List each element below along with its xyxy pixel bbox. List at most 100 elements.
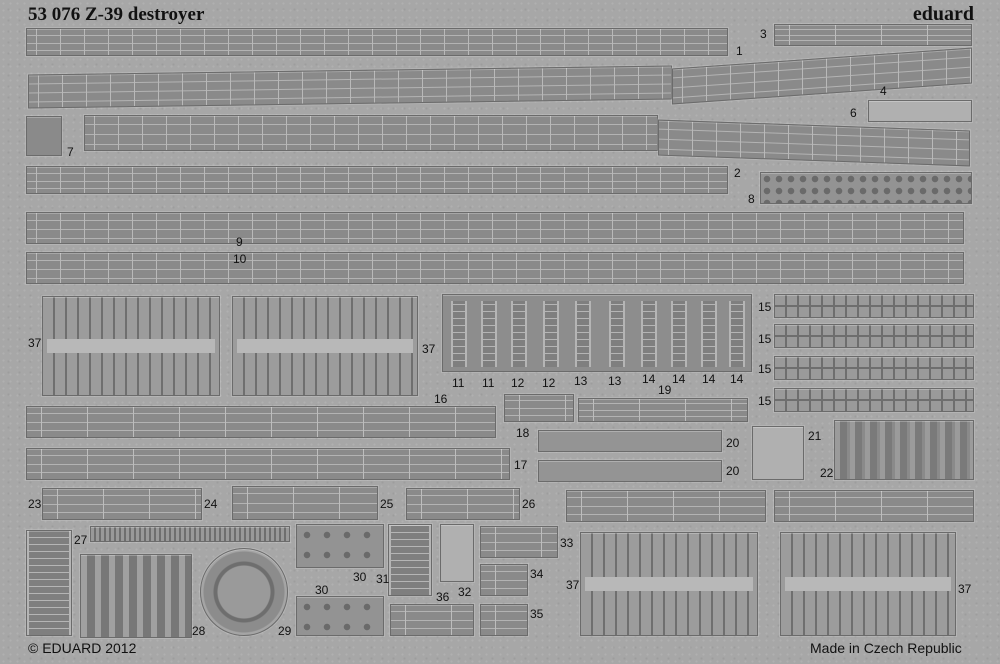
part-label-11b: 11 bbox=[482, 376, 495, 390]
part-label-9: 9 bbox=[236, 235, 243, 249]
part-long-railing-a bbox=[28, 65, 672, 109]
frame-bar bbox=[47, 339, 215, 353]
ladder bbox=[543, 301, 559, 367]
origin-text: Made in Czech Republic bbox=[810, 640, 962, 656]
part-label-28: 28 bbox=[192, 624, 206, 638]
frame-bar bbox=[237, 339, 413, 353]
part-15-grid-b bbox=[774, 324, 974, 348]
frame-bar bbox=[785, 577, 951, 591]
part-label-26: 26 bbox=[522, 497, 536, 511]
part-19-railing bbox=[578, 398, 748, 422]
part-label-20b: 20 bbox=[726, 464, 740, 478]
ladder bbox=[511, 301, 527, 367]
frame-bar bbox=[585, 577, 753, 591]
part-label-16: 16 bbox=[434, 392, 448, 406]
part-label-14d: 14 bbox=[730, 372, 744, 386]
part-label-18: 18 bbox=[516, 426, 530, 440]
part-label-11a: 11 bbox=[452, 376, 465, 390]
copyright-text: © EDUARD 2012 bbox=[28, 640, 137, 656]
part-label-30b: 30 bbox=[315, 583, 329, 597]
ladder bbox=[575, 301, 591, 367]
part-label-33: 33 bbox=[560, 536, 574, 550]
part-37-frame-bottom-left bbox=[580, 532, 758, 636]
part-label-22: 22 bbox=[820, 466, 834, 480]
part-30-plate-b bbox=[296, 596, 384, 636]
part-27-strip bbox=[90, 526, 290, 542]
part-label-1: 1 bbox=[736, 44, 743, 58]
part-label-30a: 30 bbox=[353, 570, 367, 584]
part-28-stanchions bbox=[80, 554, 192, 638]
part-34-railing bbox=[480, 564, 528, 596]
ladder bbox=[609, 301, 625, 367]
part-label-29: 29 bbox=[278, 624, 292, 638]
part-label-3: 3 bbox=[760, 27, 767, 41]
part-label-12a: 12 bbox=[511, 376, 525, 390]
part-label-4: 4 bbox=[880, 84, 887, 98]
part-label-15a: 15 bbox=[758, 300, 772, 314]
part-21-hood bbox=[752, 426, 804, 480]
part-36-railing bbox=[390, 604, 474, 636]
part-label-37a: 37 bbox=[28, 336, 42, 350]
part-22-supports bbox=[834, 420, 974, 480]
ladder bbox=[641, 301, 657, 367]
fret-title: 53 076 Z-39 destroyer bbox=[28, 4, 205, 25]
part-label-25: 25 bbox=[380, 497, 394, 511]
part-1-railing bbox=[26, 28, 728, 56]
part-20-strip-a bbox=[538, 430, 722, 452]
part-railing-e bbox=[566, 490, 766, 522]
part-label-14c: 14 bbox=[702, 372, 716, 386]
part-label-32: 32 bbox=[458, 585, 472, 599]
part-label-34: 34 bbox=[530, 567, 544, 581]
part-6-bracket bbox=[868, 100, 972, 122]
part-label-24: 24 bbox=[204, 497, 218, 511]
part-7-fitting bbox=[26, 116, 62, 156]
part-label-6: 6 bbox=[850, 106, 857, 120]
part-label-15b: 15 bbox=[758, 332, 772, 346]
part-label-20a: 20 bbox=[726, 436, 740, 450]
part-long-railing-d bbox=[658, 119, 970, 167]
part-20-strip-b bbox=[538, 460, 722, 482]
part-15-grid-c bbox=[774, 356, 974, 380]
part-label-14a: 14 bbox=[642, 372, 656, 386]
part-3-railing bbox=[774, 24, 972, 46]
part-23-24-railing bbox=[42, 488, 202, 520]
part-label-37b: 37 bbox=[422, 342, 436, 356]
part-label-35: 35 bbox=[530, 607, 544, 621]
part-31-ladder bbox=[388, 524, 432, 596]
part-long-railing-b bbox=[672, 47, 972, 105]
part-11-14-ladders bbox=[442, 294, 752, 372]
part-37-frame-bottom-right bbox=[780, 532, 956, 636]
part-label-31: 31 bbox=[376, 572, 390, 586]
part-17-railing bbox=[26, 448, 510, 480]
part-label-37d: 37 bbox=[958, 582, 972, 596]
part-long-railing-c bbox=[84, 115, 658, 151]
part-15-grid-a bbox=[774, 294, 974, 318]
part-label-8: 8 bbox=[748, 192, 755, 206]
part-33-railing bbox=[480, 526, 558, 558]
part-30-plate-a bbox=[296, 524, 384, 568]
part-8-grille bbox=[760, 172, 972, 204]
part-37-frame-right bbox=[232, 296, 418, 396]
part-label-13a: 13 bbox=[574, 374, 588, 388]
part-2-railing bbox=[26, 166, 728, 194]
part-label-15d: 15 bbox=[758, 394, 772, 408]
part-label-23: 23 bbox=[28, 497, 42, 511]
ladder bbox=[729, 301, 745, 367]
part-10-railing bbox=[26, 252, 964, 284]
part-label-14b: 14 bbox=[672, 372, 686, 386]
part-label-13b: 13 bbox=[608, 374, 622, 388]
ladder bbox=[451, 301, 467, 367]
part-18-railing bbox=[504, 394, 574, 422]
part-label-17: 17 bbox=[514, 458, 528, 472]
part-label-2: 2 bbox=[734, 166, 741, 180]
part-26-railing bbox=[406, 488, 520, 520]
ladder bbox=[481, 301, 497, 367]
part-15-grid-d bbox=[774, 388, 974, 412]
ladder bbox=[701, 301, 717, 367]
part-label-15c: 15 bbox=[758, 362, 772, 376]
part-35-railing bbox=[480, 604, 528, 636]
brand-logo: eduard bbox=[912, 3, 974, 25]
part-label-27: 27 bbox=[74, 533, 88, 547]
ladder bbox=[671, 301, 687, 367]
